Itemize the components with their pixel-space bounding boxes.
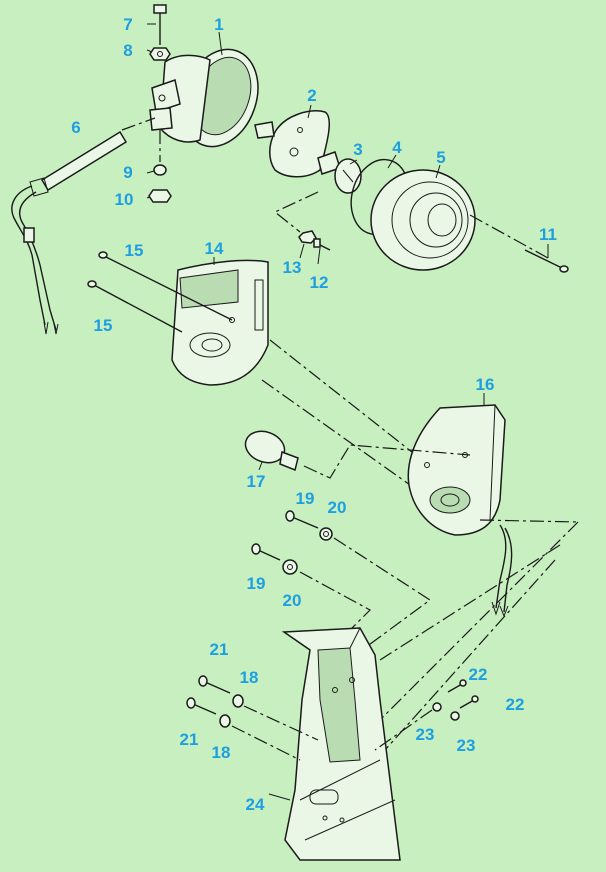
nut-13 — [298, 230, 317, 244]
callout-7: 7 — [123, 15, 132, 34]
leader-lines — [146, 23, 549, 801]
callout-labels: 1 2 3 4 5 6 7 8 9 10 11 12 13 14 15 15 1… — [71, 15, 557, 814]
callout-18-lower: 18 — [212, 743, 231, 762]
callout-4: 4 — [392, 138, 402, 157]
callout-1: 1 — [214, 15, 223, 34]
callout-3: 3 — [353, 140, 362, 159]
lamp-housing-part — [149, 48, 259, 148]
screw-12 — [313, 238, 331, 251]
tail-lamp-body-16 — [407, 404, 513, 618]
callout-11: 11 — [539, 225, 557, 244]
washer-9 — [153, 164, 167, 176]
callout-21-lower: 21 — [180, 730, 199, 749]
callout-22-upper: 22 — [469, 665, 488, 684]
callout-13: 13 — [283, 258, 302, 277]
long-bolt-15-upper — [98, 251, 233, 321]
callout-16: 16 — [476, 375, 495, 394]
washer-18-lower — [219, 714, 231, 728]
callout-23-lower: 23 — [457, 736, 476, 755]
washer-18-upper — [232, 694, 244, 708]
mounting-bracket-24 — [281, 627, 401, 861]
nut-8 — [149, 47, 171, 61]
screw-19-lower — [251, 543, 281, 561]
washer-20-upper — [319, 527, 333, 541]
rear-housing-14 — [171, 259, 269, 386]
callout-21-upper: 21 — [210, 640, 229, 659]
washer-20-lower — [282, 559, 298, 575]
callout-17: 17 — [247, 472, 266, 491]
callout-15-lower: 15 — [94, 316, 113, 335]
callout-8: 8 — [123, 41, 132, 60]
bulb-holder-2 — [254, 110, 331, 178]
callout-10: 10 — [115, 190, 134, 209]
callout-20-upper: 20 — [328, 498, 347, 517]
callout-24: 24 — [246, 795, 265, 814]
nut-23-upper — [432, 702, 442, 712]
long-bolt-15-lower — [87, 280, 183, 333]
screw-21-upper — [198, 675, 231, 694]
screw-19-upper — [285, 510, 319, 529]
callout-9: 9 — [123, 163, 132, 182]
nut-23-lower — [450, 711, 460, 721]
nut-10 — [148, 189, 172, 203]
cable-sleeve-6 — [11, 130, 128, 335]
callout-12: 12 — [310, 273, 329, 292]
callout-5: 5 — [436, 148, 445, 167]
callout-18-upper: 18 — [240, 668, 259, 687]
screw-22-upper — [447, 679, 467, 693]
callout-23-upper: 23 — [416, 725, 435, 744]
bulb-17 — [244, 430, 299, 472]
callout-2: 2 — [307, 86, 316, 105]
callout-22-lower: 22 — [506, 695, 525, 714]
bolt-7 — [153, 4, 167, 45]
lens-5 — [370, 169, 476, 271]
screw-21-lower — [186, 697, 217, 715]
callout-15-upper: 15 — [125, 241, 144, 260]
screw-22-lower — [459, 695, 479, 709]
callout-19-lower: 19 — [247, 574, 266, 593]
callout-20-lower: 20 — [283, 591, 302, 610]
callout-6: 6 — [71, 118, 80, 137]
callout-19-upper: 19 — [296, 489, 315, 508]
callout-14: 14 — [205, 239, 224, 258]
screw-11 — [524, 249, 569, 273]
